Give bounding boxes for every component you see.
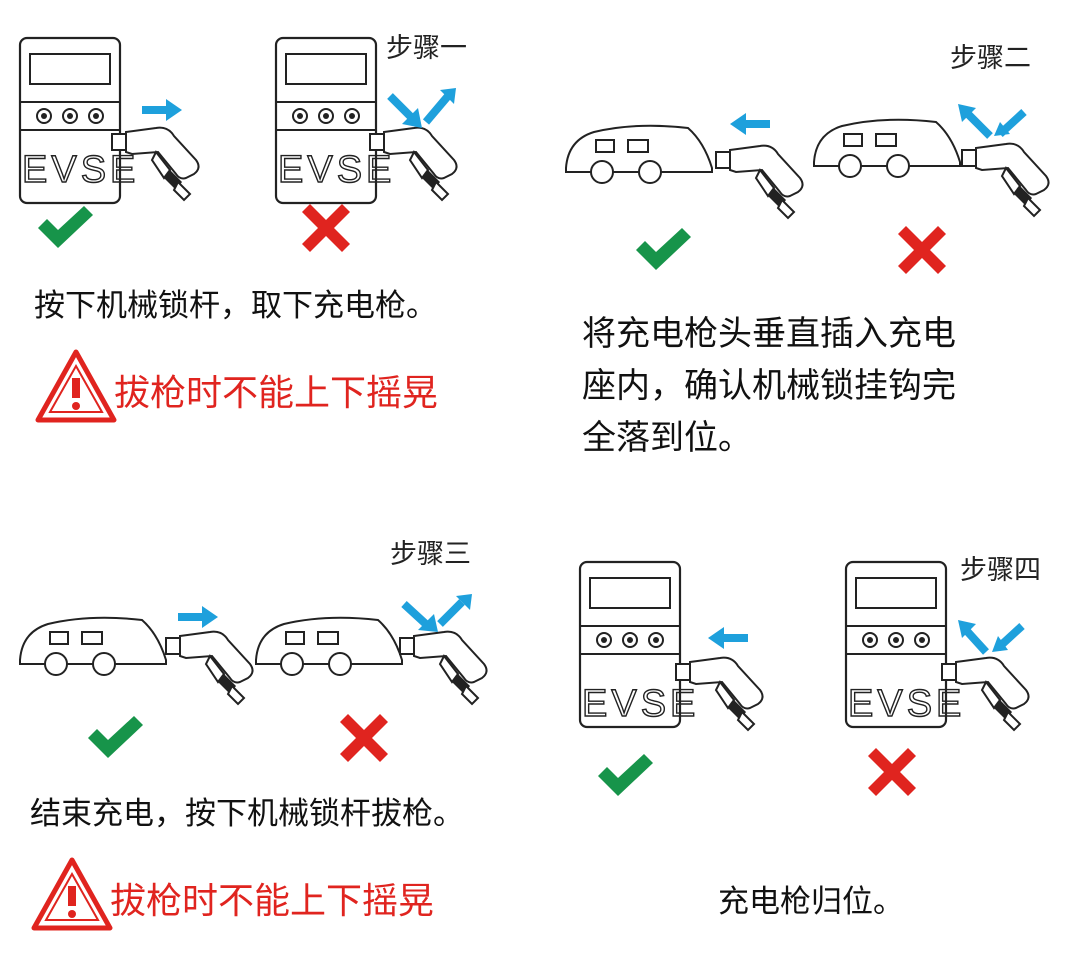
- cross-icon: [302, 204, 350, 252]
- panel-2-instruction-line-1: 将充电枪头垂直插入充电: [582, 314, 956, 354]
- car-icon: [19, 616, 167, 676]
- car-icon: [813, 118, 961, 178]
- panel-2-art: [565, 104, 1050, 274]
- arrow-icon: [730, 113, 770, 135]
- step-4-label: 步骤四: [960, 555, 1041, 586]
- cross-icon: [340, 714, 388, 762]
- warning-triangle-icon: [35, 349, 117, 423]
- step-3-label: 步骤三: [390, 539, 471, 570]
- charging-gun-icon: [715, 144, 804, 219]
- evse-label: EVSE: [22, 149, 139, 191]
- panel-4-instruction: 充电枪归位。: [718, 884, 904, 920]
- cross-icon: [898, 226, 946, 274]
- panel-2-instruction-line-2: 座内，确认机械锁挂钩完: [582, 366, 956, 406]
- charging-gun-icon: [961, 142, 1050, 217]
- panel-3-warning: 拔枪时不能上下摇晃: [110, 881, 435, 922]
- evse-label: EVSE: [582, 683, 699, 725]
- check-icon: [88, 716, 143, 758]
- panel-2-instruction-line-3: 全落到位。: [582, 418, 752, 458]
- check-icon: [598, 754, 653, 796]
- charging-gun-icon: [399, 630, 488, 705]
- panel-4-art: [578, 560, 1030, 796]
- arrow-icon: [401, 594, 472, 632]
- panel-1-warning: 拔枪时不能上下摇晃: [114, 373, 439, 414]
- panel-3-instruction: 结束充电，按下机械锁杆拔枪。: [30, 796, 464, 832]
- arrow-icon: [958, 104, 1027, 139]
- car-icon: [565, 124, 713, 184]
- warning-triangle-icon: [31, 857, 113, 931]
- cross-icon: [868, 748, 916, 796]
- check-icon: [636, 228, 691, 270]
- car-icon: [255, 616, 403, 676]
- step-2-label: 步骤二: [950, 43, 1031, 74]
- arrow-icon: [142, 99, 182, 121]
- arrow-icon: [958, 620, 1025, 655]
- panel-1-art: [18, 36, 458, 252]
- arrow-icon: [708, 627, 748, 649]
- evse-label: EVSE: [848, 683, 965, 725]
- charging-gun-icon: [165, 630, 254, 705]
- arrow-icon: [387, 88, 456, 128]
- panel-1-instruction: 按下机械锁杆，取下充电枪。: [34, 288, 437, 324]
- evse-label: EVSE: [278, 149, 395, 191]
- step-1-label: 步骤一: [386, 33, 467, 64]
- panel-3-art: [19, 594, 488, 762]
- arrow-icon: [178, 606, 218, 628]
- check-icon: [38, 206, 93, 248]
